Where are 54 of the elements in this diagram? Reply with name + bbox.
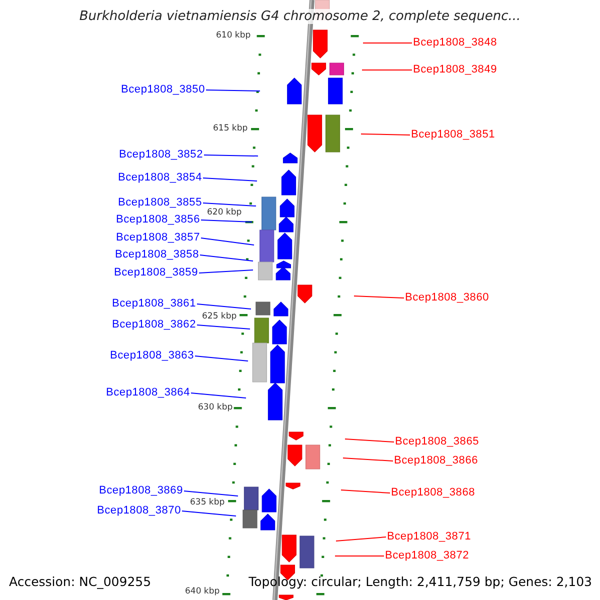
leader-line bbox=[194, 356, 248, 362]
gene-label: Bcep1808_3860 bbox=[405, 292, 490, 304]
footer-text: Accession: NC_009255 bbox=[9, 574, 152, 589]
leader-line bbox=[204, 154, 258, 156]
leader-line bbox=[200, 220, 252, 222]
leader-line bbox=[354, 296, 404, 298]
leader-line bbox=[362, 42, 412, 44]
gene-label: Bcep1808_3851 bbox=[411, 128, 496, 142]
scale-label: 620 kbp bbox=[207, 208, 242, 218]
scale-label: 625 kbp bbox=[202, 312, 237, 322]
gene-label: Bcep1808_3866 bbox=[394, 454, 478, 468]
title: Burkholderia vietnamiensis G4 chromosome 2, complete sequenc... bbox=[79, 9, 521, 24]
leader-line bbox=[200, 254, 254, 262]
gene-label: Bcep1808_3859 bbox=[114, 266, 198, 280]
leader-line bbox=[360, 134, 410, 136]
scale-label: 640 kbp bbox=[185, 588, 220, 596]
leader-line bbox=[200, 238, 254, 246]
leader-line bbox=[202, 202, 256, 206]
footer-text: Topology: circular; Length: 2,411,759 bp; Genes: 2,103 bbox=[248, 574, 592, 589]
gene-label: Bcep1808_3869 bbox=[98, 484, 183, 498]
gene-label: Bcep1808_3863 bbox=[110, 350, 194, 362]
gene-label: Bcep1808_3856 bbox=[116, 214, 200, 226]
gene-label: Bcep1808_3864 bbox=[106, 386, 190, 400]
leader-line bbox=[344, 438, 394, 442]
gene-label: Bcep1808_3855 bbox=[118, 196, 202, 210]
gene-label: Bcep1808_3852 bbox=[118, 148, 203, 162]
leader-line bbox=[184, 490, 238, 496]
leader-line bbox=[196, 304, 252, 310]
leader-line bbox=[340, 490, 390, 494]
gene-label: Bcep1808_3870 bbox=[96, 504, 181, 518]
leader-line bbox=[336, 536, 386, 542]
gene-label: Bcep1808_3849 bbox=[413, 64, 498, 76]
scale-label: 635 kbp bbox=[190, 498, 225, 508]
scale-label: 630 kbp bbox=[198, 404, 233, 412]
gene-label: Bcep1808_3868 bbox=[391, 486, 476, 500]
leader-line bbox=[196, 324, 250, 330]
leader-line bbox=[198, 270, 254, 274]
gene-label: Bcep1808_3858 bbox=[114, 248, 199, 262]
gene-label: Bcep1808_3872 bbox=[385, 550, 470, 562]
gene-label: Bcep1808_3848 bbox=[413, 36, 498, 50]
scale-label: 610 kbp bbox=[216, 32, 251, 40]
leader-line bbox=[342, 458, 394, 462]
gene-label: Bcep1808_3862 bbox=[112, 318, 196, 332]
leader-line bbox=[182, 510, 236, 516]
gene-label: Bcep1808_3854 bbox=[118, 172, 202, 184]
leader-line bbox=[202, 178, 258, 182]
gene-label: Bcep1808_3850 bbox=[120, 84, 205, 96]
scale-label: 615 kbp bbox=[213, 124, 248, 134]
gene-label: Bcep1808_3871 bbox=[387, 530, 472, 544]
leader-line bbox=[206, 90, 260, 92]
gene-label: Bcep1808_3865 bbox=[395, 436, 480, 448]
leader-line bbox=[190, 392, 246, 398]
gene-label: Bcep1808_3857 bbox=[116, 232, 200, 244]
gene-label: Bcep1808_3861 bbox=[112, 298, 196, 310]
